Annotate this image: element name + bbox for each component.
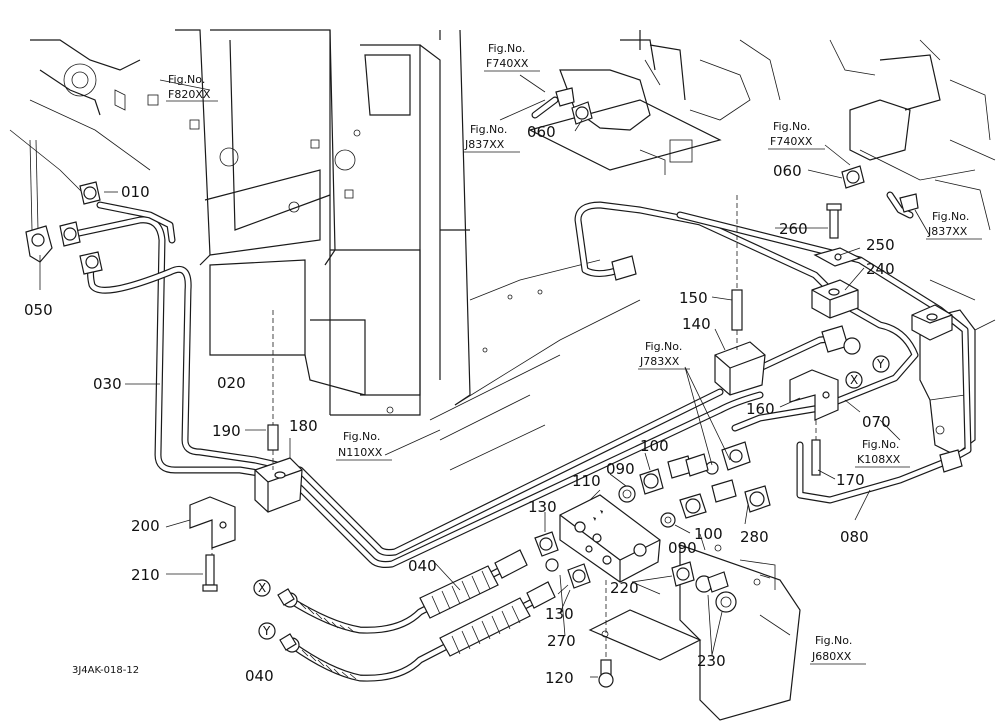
part-label-010: 010 <box>121 183 150 201</box>
ref-j783-code: J783XX <box>639 355 680 368</box>
background-structure <box>9 29 996 721</box>
ref-f820-fig: Fig.No. <box>168 73 205 86</box>
marker-y-right-label: Y <box>876 357 885 371</box>
marker-x-right-label: X <box>850 373 858 387</box>
ref-f740a-fig: Fig.No. <box>488 42 525 55</box>
part-label-110: 110 <box>572 472 601 490</box>
marker-y-right: Y <box>872 355 890 373</box>
part-label-060-right: 060 <box>773 162 802 180</box>
part-label-190: 190 <box>212 422 241 440</box>
ref-j837a-code: J837XX <box>464 138 505 151</box>
ref-j837b-code: J837XX <box>927 225 968 238</box>
marker-x-left: X <box>253 579 271 597</box>
ref-j680-fig: Fig.No. <box>815 634 852 647</box>
part-label-220: 220 <box>610 579 639 597</box>
leader-lines <box>39 74 931 678</box>
diagram-code: 3J4AK-018-12 <box>72 665 139 676</box>
part-label-070: 070 <box>862 413 891 431</box>
ref-j783-fig: Fig.No. <box>645 340 682 353</box>
part-label-020: 020 <box>217 374 246 392</box>
part-label-090-upper: 090 <box>606 460 635 478</box>
ref-f740a: Fig.No. F740XX <box>484 42 540 72</box>
part-label-060-left: 060 <box>527 123 556 141</box>
part-label-210: 210 <box>131 566 160 584</box>
part-label-130-upper: 130 <box>528 498 557 516</box>
ref-j680-code: J680XX <box>811 650 852 663</box>
part-label-100-lower: 100 <box>694 525 723 543</box>
part-label-260: 260 <box>779 220 808 238</box>
part-label-040-upper: 040 <box>408 557 437 575</box>
ref-j837a-fig: Fig.No. <box>470 123 507 136</box>
ref-k108-code: K108XX <box>857 453 901 466</box>
ref-n110-fig: Fig.No. <box>343 430 380 443</box>
part-label-030: 030 <box>93 375 122 393</box>
ref-f820: Fig.No. F820XX <box>166 73 218 102</box>
part-label-230: 230 <box>697 652 726 670</box>
ref-j837a: Fig.No. J837XX <box>463 123 520 153</box>
ref-f740b-fig: Fig.No. <box>773 120 810 133</box>
part-label-250: 250 <box>866 236 895 254</box>
ref-f740b: Fig.No. F740XX <box>768 120 825 150</box>
ref-f740a-code: F740XX <box>486 57 529 70</box>
part-label-280: 280 <box>740 528 769 546</box>
part-label-180: 180 <box>289 417 318 435</box>
part-label-170: 170 <box>836 471 865 489</box>
ref-f820-code: F820XX <box>168 88 211 101</box>
ref-n110-code: N110XX <box>338 446 383 459</box>
ref-j837b-fig: Fig.No. <box>932 210 969 223</box>
part-label-160: 160 <box>746 400 775 418</box>
part-label-140: 140 <box>682 315 711 333</box>
part-label-150: 150 <box>679 289 708 307</box>
part-labels: 010 020 030 040 040 050 060 060 070 080 … <box>24 123 895 687</box>
marker-x-left-label: X <box>258 581 266 595</box>
ref-k108: Fig.No. K108XX <box>855 438 910 468</box>
part-label-100-upper: 100 <box>640 437 669 455</box>
ref-k108-fig: Fig.No. <box>862 438 899 451</box>
part-label-120: 120 <box>545 669 574 687</box>
part-label-040-lower: 040 <box>245 667 274 685</box>
ref-j783: Fig.No. J783XX <box>638 340 690 370</box>
ref-n110: Fig.No. N110XX <box>336 430 392 461</box>
marker-y-left: Y <box>258 622 276 640</box>
part-label-050: 050 <box>24 301 53 319</box>
ref-f740b-code: F740XX <box>770 135 813 148</box>
marker-x-right: X <box>845 371 863 389</box>
marker-y-left-label: Y <box>262 624 271 638</box>
ref-j837b: Fig.No. J837XX <box>926 210 982 240</box>
ref-j680: Fig.No. J680XX <box>810 634 866 665</box>
part-label-080: 080 <box>840 528 869 546</box>
part-label-270: 270 <box>547 632 576 650</box>
part-label-200: 200 <box>131 517 160 535</box>
hydraulic-hoses <box>277 549 556 682</box>
part-label-130-lower: 130 <box>545 605 574 623</box>
part-label-090-lower: 090 <box>668 539 697 557</box>
fittings <box>25 87 963 688</box>
part-label-240: 240 <box>866 260 895 278</box>
